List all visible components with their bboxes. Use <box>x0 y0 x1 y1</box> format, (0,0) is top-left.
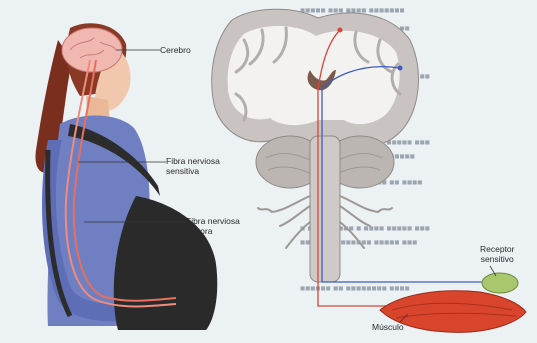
label-fibra-motora-line1: Fibra nerviosa <box>186 216 240 226</box>
label-musculo: Músculo <box>372 322 404 332</box>
label-cerebro: Cerebro <box>160 45 191 55</box>
motor-node-brain <box>338 28 343 33</box>
spinal-cord <box>310 136 340 282</box>
label-receptor-line1: Receptor <box>480 244 515 254</box>
woman-brain <box>62 28 122 72</box>
label-receptor: Receptor sensitivo <box>480 244 515 264</box>
label-fibra-sensitiva-line1: Fibra nerviosa <box>166 156 220 166</box>
sensory-receptor <box>482 266 518 293</box>
label-fibra-sensitiva: Fibra nerviosa sensitiva <box>166 156 220 176</box>
brain-white-matter <box>228 26 400 125</box>
label-fibra-motora-line2: motora <box>186 226 240 236</box>
sensory-node-brain <box>398 66 403 71</box>
label-fibra-motora: Fibra nerviosa motora <box>186 216 240 236</box>
label-receptor-line2: sensitivo <box>480 254 515 264</box>
label-fibra-sensitiva-line2: sensitiva <box>166 166 220 176</box>
brain-cross-section <box>212 9 419 282</box>
woman-figure <box>36 23 218 330</box>
